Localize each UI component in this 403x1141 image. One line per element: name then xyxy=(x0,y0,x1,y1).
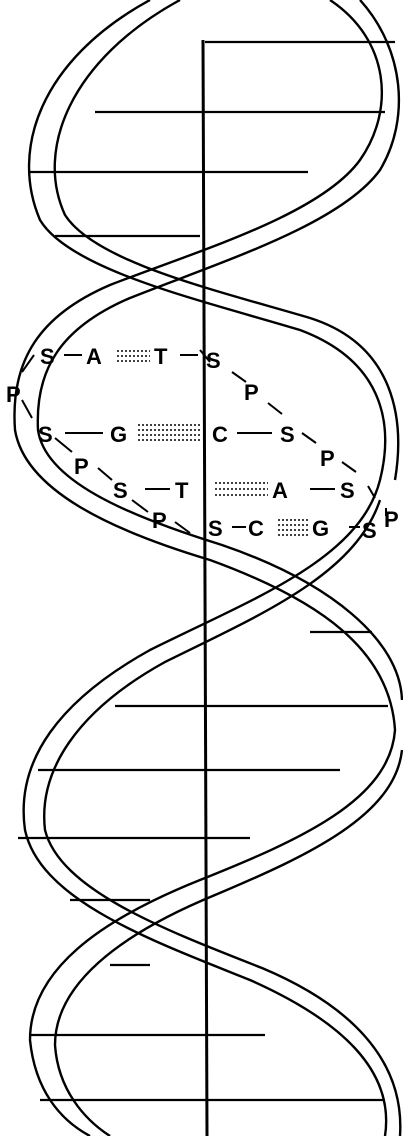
label-sugar: S xyxy=(280,422,295,447)
label-sugar: S xyxy=(113,478,128,503)
connector xyxy=(55,438,72,452)
label-sugar: S xyxy=(362,518,377,543)
label-adenine: A xyxy=(272,478,288,503)
label-adenine: A xyxy=(86,344,102,369)
label-sugar: S xyxy=(208,516,223,541)
helix-strands xyxy=(14,0,402,1136)
connector xyxy=(368,486,375,498)
label-phosphate: P xyxy=(6,382,21,407)
label-sugar: S xyxy=(206,348,221,373)
label-thymine: T xyxy=(175,478,189,503)
label-cytosine: C xyxy=(212,422,228,447)
helix-axis xyxy=(203,40,207,1136)
connector xyxy=(268,403,282,414)
connector xyxy=(22,400,32,418)
label-sugar: S xyxy=(340,478,355,503)
label-phosphate: P xyxy=(320,446,335,471)
label-sugar: S xyxy=(40,344,55,369)
connector xyxy=(98,468,112,480)
label-sugar: S xyxy=(38,422,53,447)
connector xyxy=(302,433,316,443)
label-phosphate: P xyxy=(74,454,89,479)
nucleotide-labels: S A T S P P S G C S P P S T A S P P S C … xyxy=(6,344,399,543)
label-guanine: G xyxy=(110,422,127,447)
label-phosphate: P xyxy=(384,507,399,532)
strand-b-edge-2b xyxy=(55,750,402,1136)
label-thymine: T xyxy=(154,344,168,369)
connector xyxy=(342,462,356,472)
connector xyxy=(132,500,148,512)
label-cytosine: C xyxy=(248,516,264,541)
label-phosphate: P xyxy=(244,380,259,405)
label-guanine: G xyxy=(312,516,329,541)
label-phosphate: P xyxy=(152,508,167,533)
